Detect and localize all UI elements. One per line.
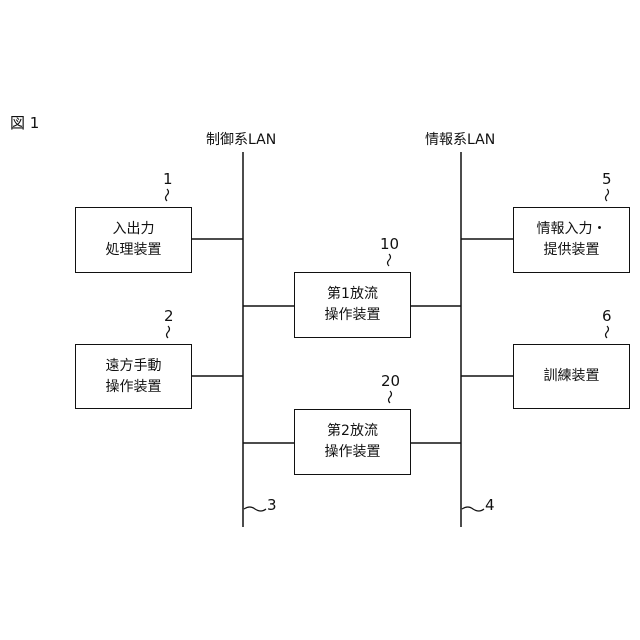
ref-training: 6	[602, 308, 612, 324]
second-discharge-line2: 操作装置	[325, 442, 381, 463]
info-io-line1: 情報入力・	[537, 219, 607, 240]
remote-manual-device-box: 遠方手動 操作装置	[75, 344, 192, 409]
info-io-provision-device-box: 情報入力・ 提供装置	[513, 207, 630, 273]
io-processing-device-box: 入出力 処理装置	[75, 207, 192, 273]
figure-label: 図 1	[10, 115, 39, 131]
leader-5	[606, 189, 609, 201]
ref-second: 20	[381, 373, 400, 389]
leader-2	[167, 326, 170, 338]
info-bus-label: 情報系LAN	[425, 132, 495, 148]
ref-first: 10	[380, 236, 399, 252]
training-line1: 訓練装置	[544, 366, 600, 387]
first-discharge-device-box: 第1放流 操作装置	[294, 272, 411, 338]
remote-manual-line2: 操作装置	[106, 377, 162, 398]
second-discharge-device-box: 第2放流 操作装置	[294, 409, 411, 475]
info-bus-ref: 4	[485, 497, 495, 513]
second-discharge-line1: 第2放流	[327, 421, 378, 442]
io-processing-line2: 処理装置	[106, 240, 162, 261]
control-bus-label: 制御系LAN	[206, 132, 276, 148]
io-processing-line1: 入出力	[113, 219, 155, 240]
control-bus-ref: 3	[267, 497, 277, 513]
training-device-box: 訓練装置	[513, 344, 630, 409]
info-io-line2: 提供装置	[544, 240, 600, 261]
first-discharge-line1: 第1放流	[327, 284, 378, 305]
ref-io: 1	[163, 171, 173, 187]
leader-6	[606, 326, 609, 338]
leader-10	[388, 254, 391, 266]
leader-20	[389, 391, 392, 403]
remote-manual-line1: 遠方手動	[106, 356, 162, 377]
leader-3	[244, 507, 266, 511]
leader-1	[166, 189, 169, 201]
leader-4	[462, 507, 484, 511]
ref-remote: 2	[164, 308, 174, 324]
ref-info-io: 5	[602, 171, 612, 187]
first-discharge-line2: 操作装置	[325, 305, 381, 326]
